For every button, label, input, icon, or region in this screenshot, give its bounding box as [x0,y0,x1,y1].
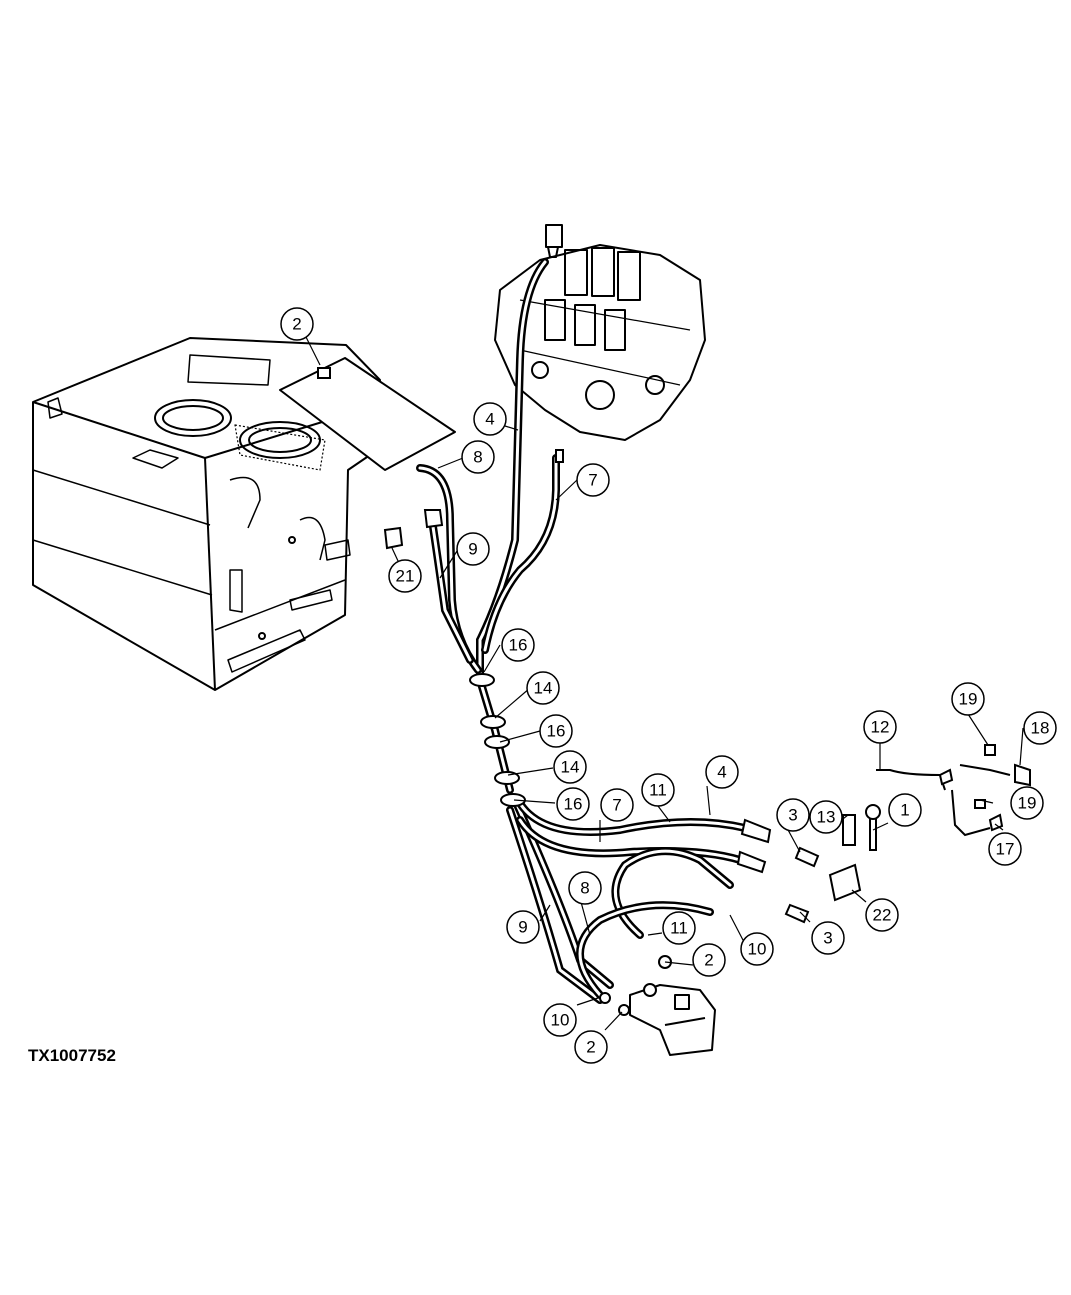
callout-label: 22 [873,906,892,925]
callout-bubble: 18 [1023,711,1057,745]
callout-bubble: 8 [568,871,602,905]
callout-bubble: 16 [501,628,535,662]
callout-label: 16 [509,636,528,655]
callout-bubble: 2 [574,1030,608,1064]
fittings [317,367,1031,924]
callout-label: 2 [704,951,713,970]
callout-label: 7 [588,471,597,490]
callout-label: 11 [670,919,688,938]
callout-label: 10 [551,1011,570,1030]
callout-label: 4 [485,410,494,429]
callout-label: 13 [817,808,836,827]
callout-bubble: 10 [740,932,774,966]
callout-bubble: 7 [600,788,634,822]
figure-id: TX1007752 [28,1046,116,1065]
callout-bubble: 11 [662,911,696,945]
callout-bubble: 17 [988,832,1022,866]
callout-bubble: 4 [473,402,507,436]
callout-label: 8 [580,879,589,898]
callout-bubble: 12 [863,710,897,744]
callout-bubble: 11 [641,773,675,807]
callout-label: 3 [788,806,797,825]
callout-label: 16 [547,722,566,741]
callout-label: 16 [564,795,583,814]
callout-label: 19 [959,690,978,709]
callout-label: 9 [518,918,527,937]
callout-bubble: 9 [506,910,540,944]
callout-label: 3 [823,929,832,948]
callout-bubble: 16 [539,714,573,748]
callout-label: 14 [561,758,580,777]
pilot-valve-assembly [599,955,716,1056]
callout-bubble: 13 [809,800,843,834]
callout-bubble: 2 [280,307,314,341]
callout-bubble: 3 [776,798,810,832]
callout-bubble: 19 [951,682,985,716]
callout-label: 19 [1018,794,1037,813]
callout-label: 2 [586,1038,595,1057]
callout-label: 17 [996,840,1015,859]
callout-label: 7 [612,796,621,815]
callout-label: 11 [649,781,667,800]
callout-label: 2 [292,315,301,334]
leader-lines [305,336,1024,1031]
callout-label: 14 [534,679,553,698]
callout-bubble: 3 [811,921,845,955]
callout-bubble: 4 [705,755,739,789]
callout-label: 8 [473,448,482,467]
callout-bubble: 10 [543,1003,577,1037]
callout-bubble: 14 [553,750,587,784]
callout-bubble: 19 [1010,786,1044,820]
callout-bubble: 7 [576,463,610,497]
callout-bubble: 21 [388,559,422,593]
callout-label: 21 [396,567,415,586]
callout-bubble: 14 [526,671,560,705]
callout-bubble: 22 [865,898,899,932]
callout-label: 12 [871,718,890,737]
callout-label: 10 [748,940,767,959]
callout-bubble: 16 [556,787,590,821]
callout-label: 4 [717,763,726,782]
control-valve-assembly [494,224,706,441]
callouts: 2 4 8 7 9 21 16 14 16 14 16 12 19 18 11 … [280,307,1057,1064]
callout-bubble: 8 [461,440,495,474]
callout-bubble: 1 [888,793,922,827]
tank-assembly [32,337,456,691]
callout-bubble: 9 [456,532,490,566]
callout-label: 1 [900,801,909,820]
callout-bubble: 2 [692,943,726,977]
callout-label: 9 [468,540,477,559]
callout-label: 18 [1031,719,1050,738]
